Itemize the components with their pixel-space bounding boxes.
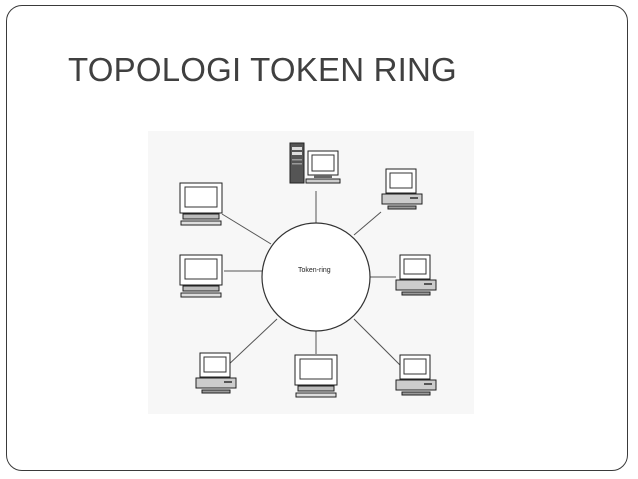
link-top-left: [221, 213, 272, 245]
workstation-bottom-left: [195, 352, 237, 394]
token-ring-diagram: Token-ring: [148, 131, 474, 414]
link-bottom-right: [353, 318, 401, 366]
workstation-bottom: [294, 354, 338, 398]
workstation-bottom-right: [395, 354, 437, 396]
server-tower-workstation: [289, 142, 341, 184]
network-links: [221, 191, 401, 368]
workstation-right: [395, 254, 437, 296]
ring-label: Token-ring: [298, 267, 331, 274]
link-top-right: [353, 211, 382, 236]
workstation-left: [179, 254, 223, 298]
workstation-top-right: [381, 168, 423, 210]
token-ring-circle: [261, 222, 371, 332]
link-bottom-left: [225, 318, 278, 368]
diagram-canvas: [179, 142, 437, 398]
workstation-top-left: [179, 182, 223, 226]
slide-title: TOPOLOGI TOKEN RING: [68, 51, 457, 88]
